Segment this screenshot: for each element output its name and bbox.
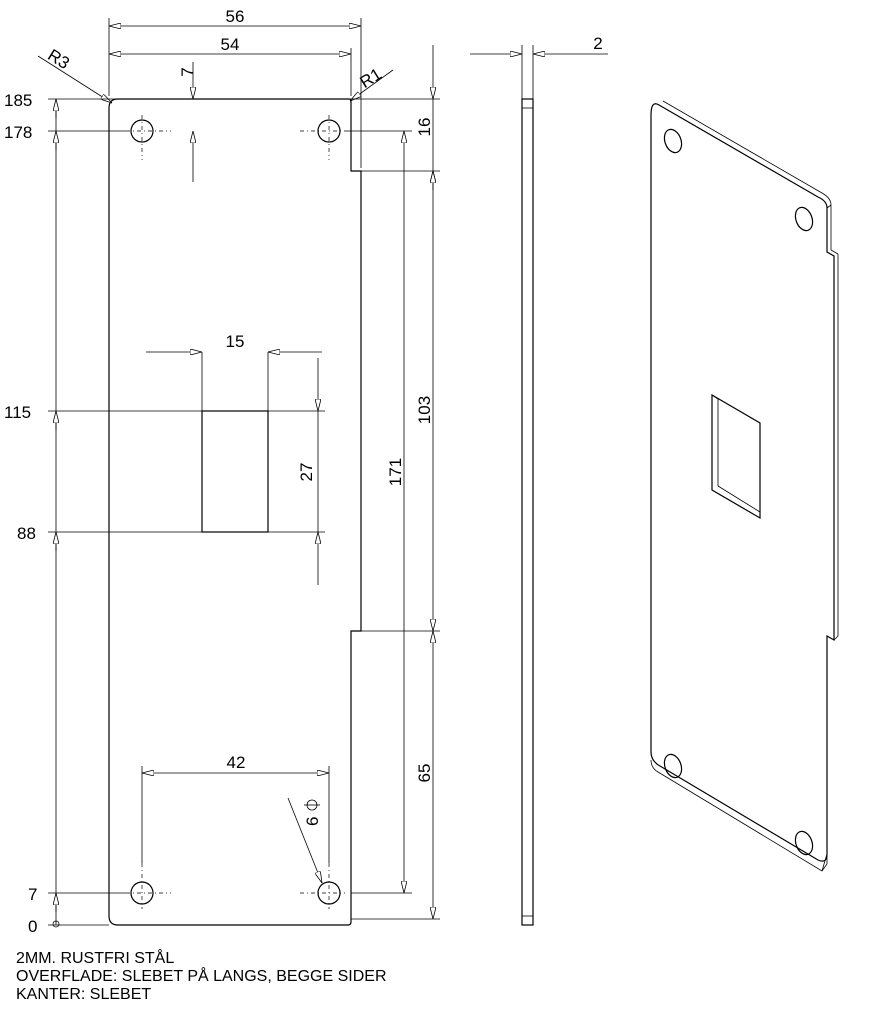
iso-cutout: [711, 393, 761, 520]
dim-label: 27: [297, 463, 316, 482]
dim-hole-offset-top: 7: [178, 62, 197, 182]
diameter-symbol-icon: [304, 799, 320, 811]
ordinate-label: 7: [28, 885, 37, 904]
dim-label: 56: [226, 7, 245, 26]
note-line: 2MM. RUSTFRI STÅL: [16, 950, 175, 967]
dim-width-inner: 54: [109, 35, 352, 96]
dim-label: 16: [415, 118, 434, 137]
dim-lower-notch: 65: [351, 631, 440, 920]
iso-hole: [794, 830, 814, 856]
dim-thickness-label: 2: [593, 34, 602, 53]
dim-label: R3: [44, 45, 73, 73]
note-line: KANTER: SLEBET: [16, 986, 152, 1003]
isometric-view: [650, 100, 839, 872]
hole-top-left: [126, 115, 171, 160]
dim-label: 103: [415, 396, 434, 424]
dim-hole-diameter: 6: [287, 797, 322, 883]
dim-label: 65: [415, 764, 434, 783]
ordinate-label: 178: [4, 123, 32, 142]
side-profile: [521, 98, 534, 926]
dim-label: 7: [178, 67, 197, 76]
ordinate-label: 185: [4, 91, 32, 110]
iso-hole: [663, 753, 683, 779]
plate-outline: [108, 98, 362, 926]
side-view: 2: [470, 34, 608, 926]
ordinate-label: 115: [4, 403, 31, 422]
dim-width-overall: 56: [108, 7, 362, 168]
ordinate-label: 0: [28, 917, 37, 936]
iso-hole: [794, 206, 814, 232]
dim-label: 171: [386, 458, 405, 486]
dim-cutout-width: 15: [146, 332, 322, 411]
hole-bottom-right: [300, 863, 345, 909]
front-view: 56 54 R3 R1 7: [4, 7, 440, 936]
dim-hole-spacing-horizontal: 42: [141, 753, 330, 863]
hole-top-right: [300, 115, 345, 160]
note-line: OVERFLADE: SLEBET PÅ LANGS, BEGGE SIDER: [16, 968, 387, 985]
ordinate-label: 88: [17, 524, 36, 543]
dim-cutout-height: 27: [297, 358, 318, 585]
iso-hole: [663, 128, 683, 154]
dim-radius-r3: R3: [37, 45, 112, 103]
ordinate-labels: 185 178 115 88 7 0: [4, 91, 37, 936]
dim-label: 15: [226, 332, 245, 351]
dim-hole-spacing-vertical: 171: [345, 130, 412, 894]
dim-label: 54: [221, 35, 240, 54]
dim-notch-span: 103: [361, 171, 440, 632]
dim-radius-r1: R1: [350, 64, 394, 101]
hole-bottom-left: [126, 863, 171, 909]
dim-label: 6: [303, 817, 322, 826]
rect-cutout: [201, 410, 269, 533]
dim-label: 42: [227, 753, 246, 772]
